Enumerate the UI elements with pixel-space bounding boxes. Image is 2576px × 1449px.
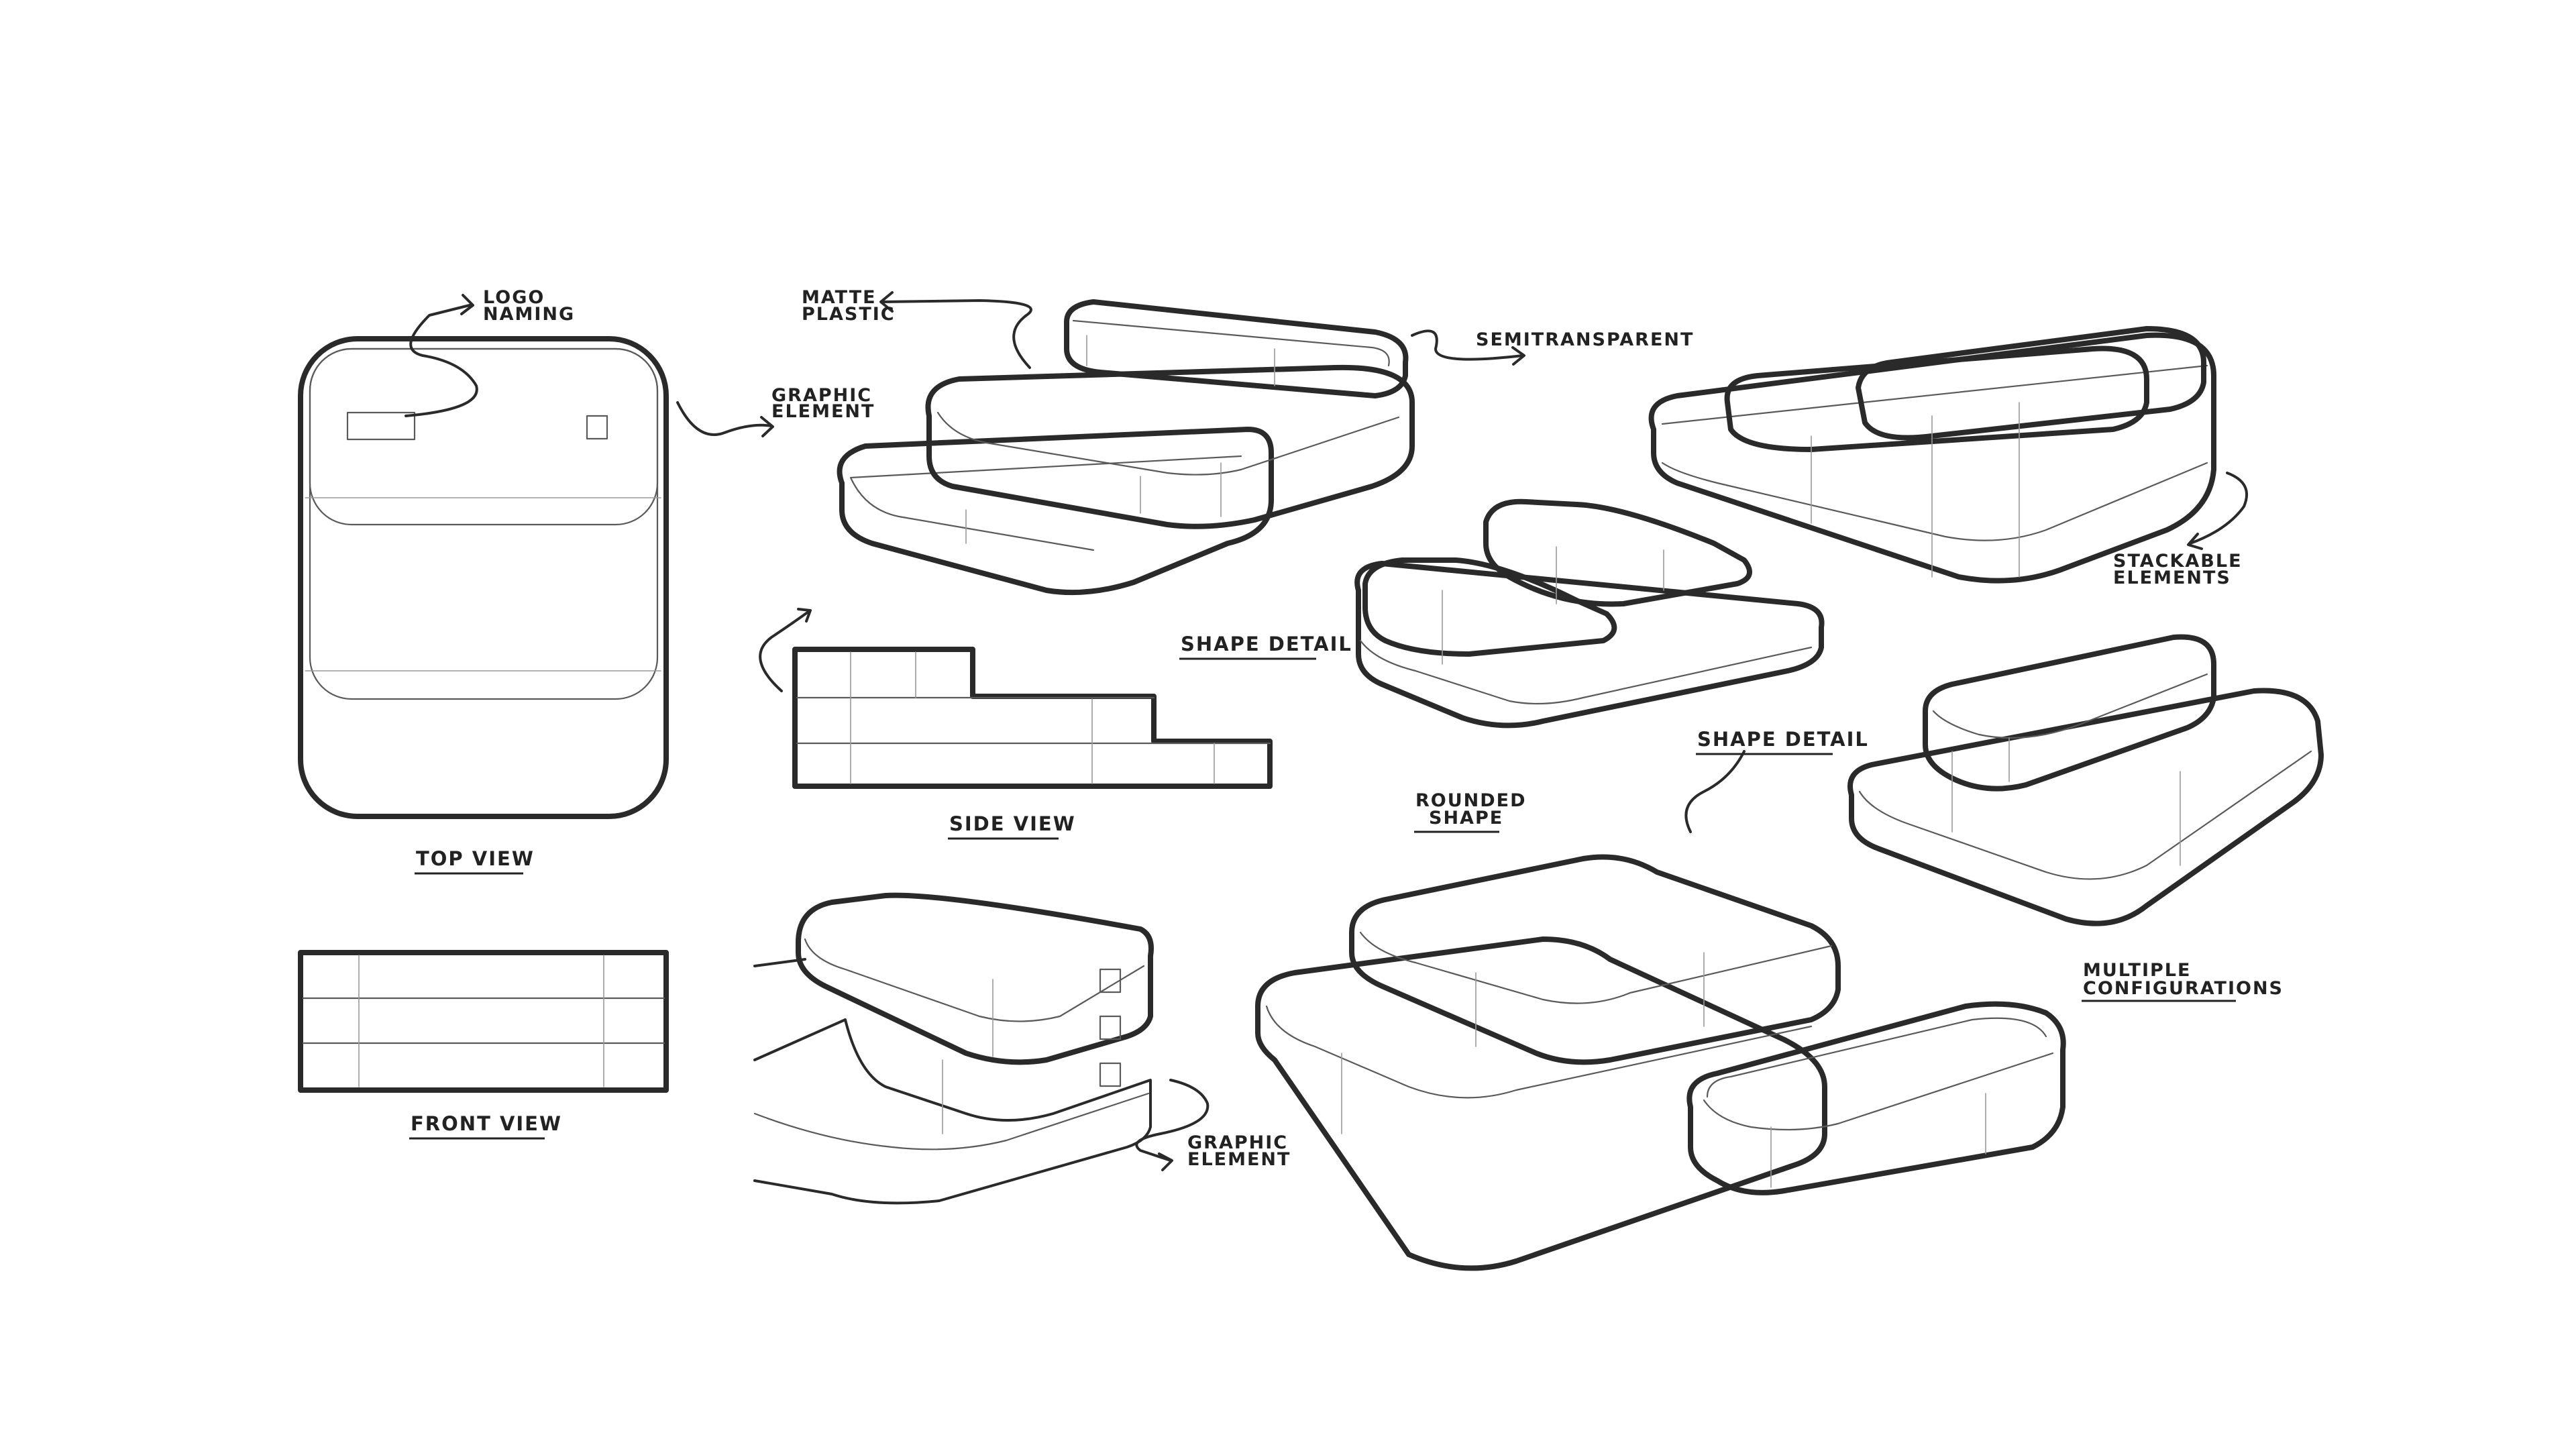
svg-text:SHAPE DETAIL: SHAPE DETAIL <box>1181 633 1352 655</box>
label-front-view: FRONT VIEW <box>409 1112 562 1140</box>
stackable-tray-drawing <box>1648 326 2216 584</box>
svg-text:CONFIGURATIONS: CONFIGURATIONS <box>2083 978 2284 999</box>
svg-text:SIDE VIEW: SIDE VIEW <box>949 812 1076 835</box>
annotation-arrows <box>405 291 2248 1171</box>
top-view-drawing <box>298 336 669 819</box>
single-tray-drawing <box>1686 1001 2066 1195</box>
compact-tray-drawing <box>1354 498 1825 729</box>
svg-text:ROUNDED: ROUNDED <box>1415 790 1527 811</box>
svg-text:GRAPHIC: GRAPHIC <box>1187 1132 1288 1153</box>
svg-text:SHAPE DETAIL: SHAPE DETAIL <box>1697 728 1869 751</box>
svg-text:SHAPE: SHAPE <box>1429 808 1503 828</box>
label-rounded-shape: ROUNDED SHAPE <box>1414 790 1527 833</box>
svg-text:ELEMENT: ELEMENT <box>1187 1149 1291 1170</box>
label-side-view: SIDE VIEW <box>948 812 1076 840</box>
label-stackable-elements: STACKABLE ELEMENTS <box>2113 551 2243 588</box>
svg-text:TOP VIEW: TOP VIEW <box>416 847 535 870</box>
configuration-tray-drawing <box>1847 634 2324 926</box>
svg-text:MATTE: MATTE <box>802 287 877 308</box>
svg-text:FRONT VIEW: FRONT VIEW <box>411 1112 562 1135</box>
label-matte-plastic: MATTE PLASTIC <box>802 287 896 325</box>
svg-text:LOGO: LOGO <box>483 287 545 308</box>
label-logo-naming: LOGO NAMING <box>483 287 575 325</box>
svg-text:PLASTIC: PLASTIC <box>802 304 896 325</box>
svg-text:STACKABLE: STACKABLE <box>2113 551 2243 572</box>
label-graphic-element-bottom: GRAPHIC ELEMENT <box>1187 1132 1291 1170</box>
label-shape-detail-1: SHAPE DETAIL <box>1179 633 1352 660</box>
svg-text:NAMING: NAMING <box>483 304 575 325</box>
side-view-drawing <box>792 647 1273 789</box>
label-shape-detail-2: SHAPE DETAIL <box>1696 728 1869 755</box>
label-multiple-configurations: MULTIPLE CONFIGURATIONS <box>2082 960 2284 1002</box>
label-semitransparent: SEMITRANSPARENT <box>1476 329 1694 350</box>
svg-text:GRAPHIC: GRAPHIC <box>771 385 872 406</box>
label-top-view: TOP VIEW <box>415 847 535 875</box>
label-graphic-element-top: GRAPHIC ELEMENT <box>771 385 875 422</box>
front-view-drawing <box>298 950 669 1093</box>
stepped-tray-drawing <box>837 299 1415 596</box>
partial-stack-drawing <box>753 892 1154 1205</box>
svg-text:ELEMENTS: ELEMENTS <box>2113 568 2231 588</box>
svg-text:ELEMENT: ELEMENT <box>771 401 875 422</box>
rounded-tray-drawing <box>1255 854 1841 1271</box>
svg-text:MULTIPLE: MULTIPLE <box>2083 960 2191 981</box>
